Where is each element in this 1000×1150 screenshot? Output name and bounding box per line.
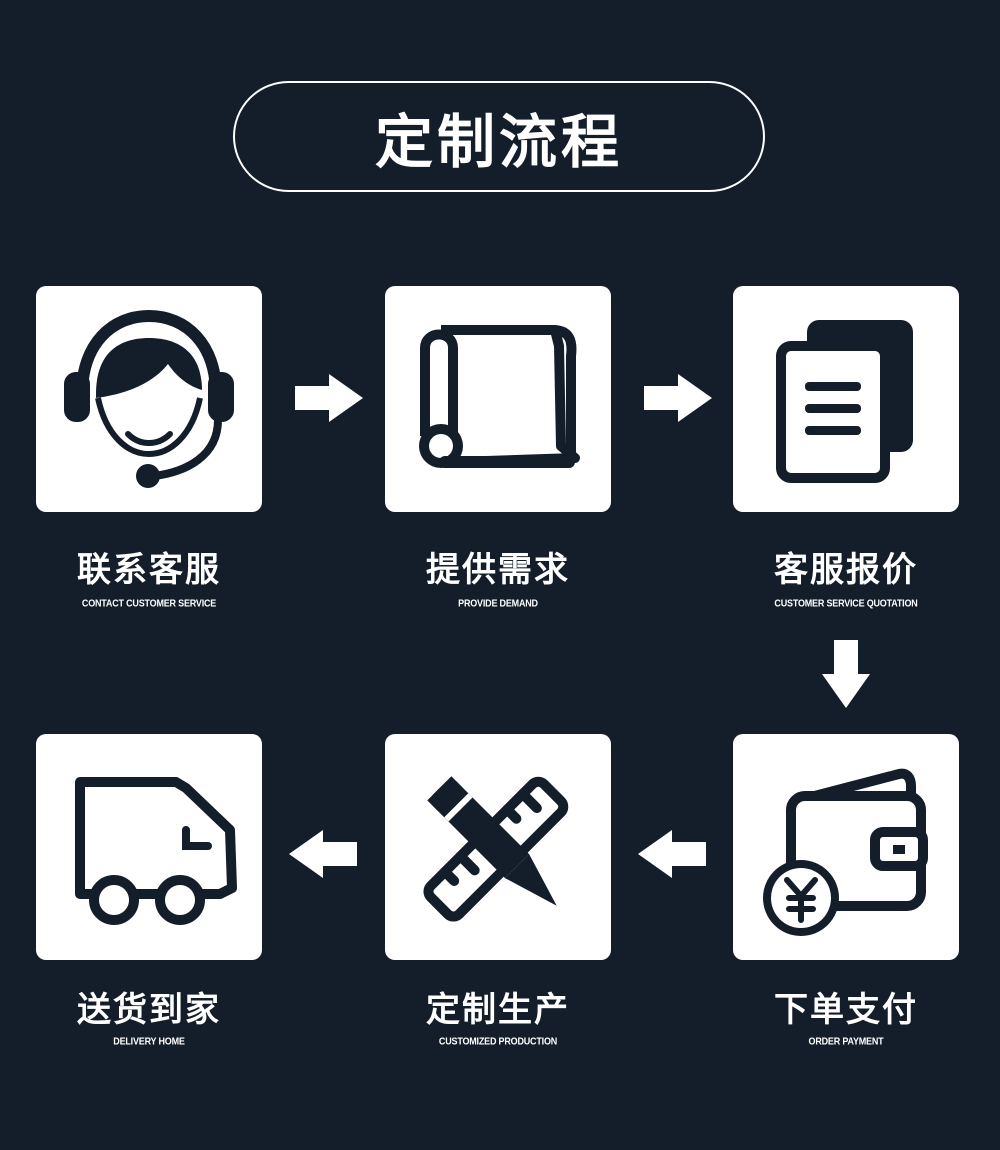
step-label-demand: 提供需求 bbox=[426, 550, 570, 590]
pencil-ruler-icon bbox=[423, 776, 569, 922]
page-title: 定制流程 bbox=[374, 107, 623, 176]
arrow-down-icon bbox=[822, 640, 870, 708]
step-sub-delivery: DELIVERY HOME bbox=[113, 1035, 185, 1047]
step-sub-payment: ORDER PAYMENT bbox=[808, 1035, 884, 1047]
arrow-left-icon bbox=[638, 830, 706, 878]
step-card-payment bbox=[733, 734, 959, 960]
step-label-payment: 下单支付 bbox=[774, 990, 918, 1030]
step-sub-production: CUSTOMIZED PRODUCTION bbox=[438, 1035, 558, 1047]
step-label-contact: 联系客服 bbox=[77, 550, 221, 590]
step-card-demand bbox=[385, 286, 611, 512]
step-sub-quotation: CUSTOMER SERVICE QUOTATION bbox=[774, 597, 918, 609]
truck-icon bbox=[75, 777, 237, 925]
step-card-delivery bbox=[36, 734, 262, 960]
step-sub-contact: CONTACT CUSTOMER SERVICE bbox=[81, 597, 217, 609]
step-card-contact bbox=[36, 286, 262, 512]
arrow-left-icon bbox=[289, 830, 357, 878]
arrow-right-icon bbox=[644, 374, 712, 422]
arrow-right-icon bbox=[295, 374, 363, 422]
step-label-quotation: 客服报价 bbox=[774, 550, 918, 590]
documents-icon bbox=[776, 320, 913, 483]
headset-agent-icon bbox=[64, 309, 234, 488]
step-label-production: 定制生产 bbox=[426, 990, 570, 1030]
step-label-delivery: 送货到家 bbox=[77, 990, 221, 1030]
step-card-quotation bbox=[733, 286, 959, 512]
wallet-yen-icon bbox=[763, 768, 928, 936]
title-pill: 定制流程 bbox=[233, 81, 765, 192]
scroll-icon bbox=[419, 325, 580, 468]
step-sub-demand: PROVIDE DEMAND bbox=[458, 597, 538, 609]
step-card-production bbox=[385, 734, 611, 960]
